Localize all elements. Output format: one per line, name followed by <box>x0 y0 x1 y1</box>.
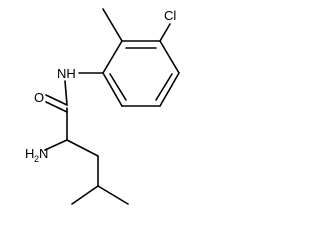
amine-subscript-label: 2 <box>34 154 39 164</box>
isopropyl-bond <box>71 185 99 205</box>
amine-label: H 2 N <box>25 146 48 164</box>
chemical-structure-diagram: Cl NH O H 2 N <box>25 8 180 205</box>
amide-nh-label: NH <box>57 66 76 81</box>
chlorine-bond <box>159 23 171 42</box>
carbonyl-oxygen-label: O <box>34 90 44 105</box>
amine-h-label: H <box>25 146 34 161</box>
carbonyl-double-bond <box>45 94 68 106</box>
amine-bond <box>44 139 68 151</box>
amine-n-label: N <box>39 146 48 161</box>
ring-bond <box>159 72 180 107</box>
carbonyl-double-bond <box>45 101 68 113</box>
isopropyl-bond <box>97 185 129 205</box>
chain-bond <box>66 139 99 157</box>
ring-bond <box>159 40 180 74</box>
ring-bond <box>102 40 123 74</box>
benzene-ring <box>102 40 180 107</box>
methyl-bond <box>102 8 123 42</box>
chlorine-label: Cl <box>164 8 176 23</box>
n-carbonyl-bond <box>64 80 68 106</box>
ring-double-bond <box>155 73 173 101</box>
ring-double-bond <box>109 73 127 101</box>
ring-bond <box>102 72 123 107</box>
